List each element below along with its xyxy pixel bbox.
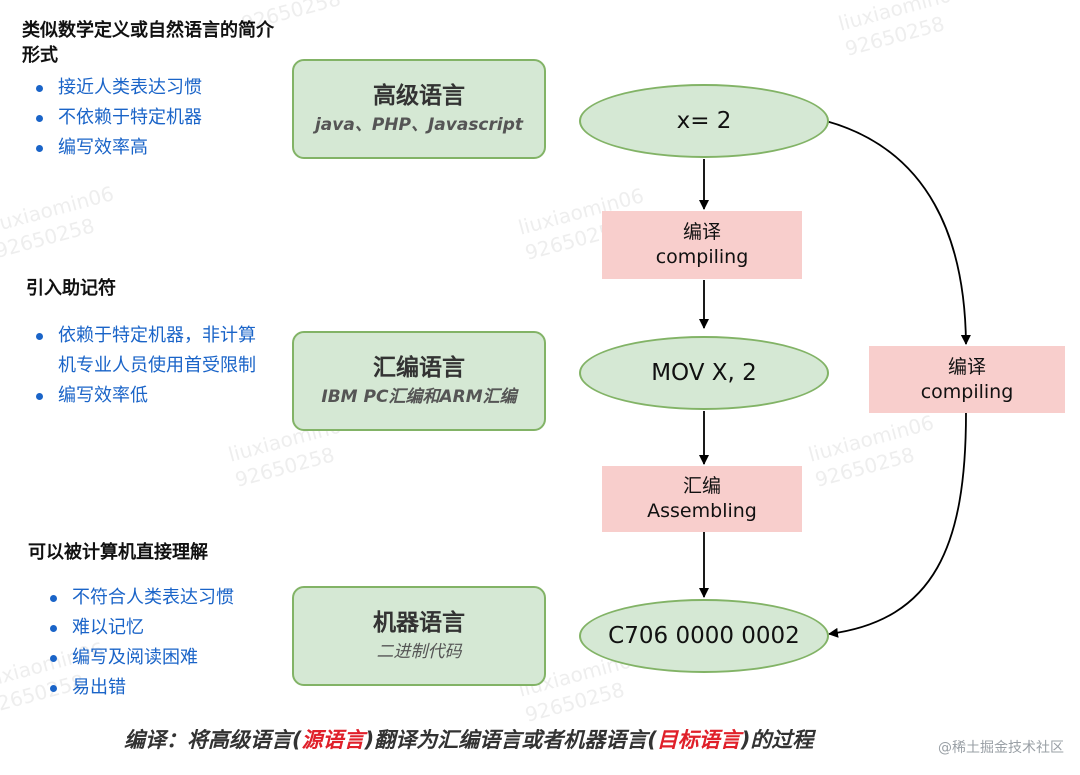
- step-label-en: Assembling: [647, 500, 757, 522]
- bullet-list-machine: 不符合人类表达习惯 难以记忆 编写及阅读困难 易出错: [36, 583, 276, 703]
- footer-caption: 编译：将高级语言(源语言)翻译为汇编语言或者机器语言(目标语言)的过程: [124, 724, 813, 754]
- list-item: 易出错: [36, 673, 276, 703]
- step-label-cn: 编译: [947, 355, 986, 378]
- note-title-high-level: 类似数学定义或自然语言的简介形式: [22, 20, 274, 66]
- footer-target-language: 目标语言: [656, 728, 741, 752]
- footer-source-language: 源语言: [301, 728, 365, 752]
- ellipse-machine-code: C706 0000 0002: [579, 599, 829, 673]
- code-text: x= 2: [676, 108, 732, 134]
- footer-text: )翻译为汇编语言或者机器语言(: [364, 728, 657, 752]
- level-subtitle: IBM PC汇编和ARM汇编: [321, 387, 517, 407]
- ellipse-high-level-code: x= 2: [579, 84, 829, 158]
- level-title: 高级语言: [373, 83, 465, 109]
- step-label-cn: 汇编: [682, 475, 721, 497]
- step-label-en: compiling: [920, 380, 1014, 403]
- code-text: C706 0000 0002: [608, 623, 800, 649]
- step-compile-direct-box: 编译 compiling: [869, 346, 1065, 413]
- bullet-list-high-level: 接近人类表达习惯 不依赖于特定机器 编写效率高: [22, 73, 282, 163]
- level-box-assembly-language: 汇编语言 IBM PC汇编和ARM汇编: [292, 331, 546, 431]
- step-label-cn: 编译: [682, 221, 721, 243]
- note-title-assembly: 引入助记符: [26, 278, 116, 299]
- step-label-en: compiling: [655, 246, 749, 268]
- list-item: 不依赖于特定机器: [22, 103, 282, 133]
- list-item: 接近人类表达习惯: [22, 73, 282, 103]
- arrow-compile2-to-machine: [828, 412, 967, 638]
- list-item: 编写及阅读困难: [36, 643, 276, 673]
- code-text: MOV X, 2: [651, 360, 757, 386]
- bullet-list-assembly: 依赖于特定机器，非计算机专业人员使用首受限制 编写效率低: [22, 321, 270, 411]
- level-subtitle: 二进制代码: [376, 642, 462, 662]
- footer-text: 编译：将高级语言(: [124, 728, 302, 752]
- credit-watermark: @稀土掘金技术社区: [938, 740, 1064, 756]
- level-subtitle: java、PHP、Javascript: [314, 115, 524, 135]
- level-box-machine-language: 机器语言 二进制代码: [292, 586, 546, 686]
- level-title: 汇编语言: [373, 355, 465, 381]
- step-compile-box: 编译 compiling: [602, 211, 802, 279]
- list-item: 难以记忆: [36, 613, 276, 643]
- level-box-high-level-language: 高级语言 java、PHP、Javascript: [292, 59, 546, 159]
- list-item: 依赖于特定机器，非计算机专业人员使用首受限制: [22, 321, 270, 381]
- level-title: 机器语言: [373, 610, 465, 636]
- ellipse-assembly-code: MOV X, 2: [579, 336, 829, 410]
- list-item: 编写效率高: [22, 133, 282, 163]
- list-item: 编写效率低: [22, 381, 270, 411]
- step-assemble-box: 汇编 Assembling: [602, 466, 802, 532]
- arrow-high-to-compile2: [825, 120, 971, 345]
- note-title-machine: 可以被计算机直接理解: [28, 542, 208, 563]
- list-item: 不符合人类表达习惯: [36, 583, 276, 613]
- footer-text: )的过程: [740, 728, 814, 752]
